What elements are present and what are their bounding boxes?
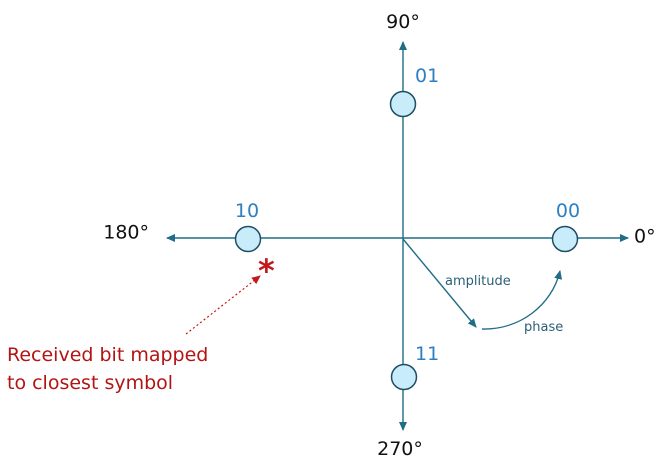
note-line-2: to closest symbol [7,372,173,394]
mapping-dotted-arrow [185,275,261,335]
symbol-01-point [389,90,417,118]
symbol-00-point [551,225,579,253]
axis-label-180: 180° [103,222,149,244]
symbol-label-00: 00 [556,200,580,222]
axis-label-90: 90° [386,11,420,33]
symbol-11-point [390,363,418,391]
phase-label: phase [524,320,563,335]
phase-arc-arrow [481,270,563,330]
amplitude-label: amplitude [445,274,511,289]
symbol-10-point [234,225,262,253]
amplitude-arrow [402,238,477,328]
note-line-1: Received bit mapped [7,344,208,366]
axis-label-0: 0° [634,226,656,248]
symbol-label-01: 01 [415,65,439,87]
symbol-label-10: 10 [235,200,259,222]
received-bit-marker: * [258,252,275,290]
symbol-label-11: 11 [415,343,439,365]
axis-label-270: 270° [377,438,423,460]
